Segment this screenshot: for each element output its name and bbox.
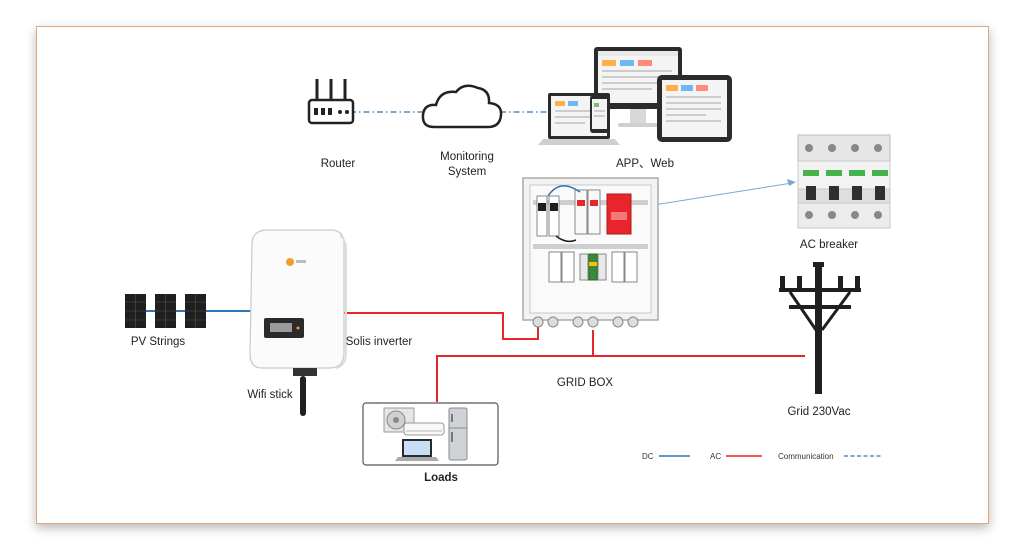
monitoring-label-line2: System (448, 166, 486, 178)
utility-pole-icon (779, 262, 861, 394)
breaker-icon (797, 134, 891, 229)
pv-strings-label: PV Strings (131, 336, 186, 348)
wifi-stick-label: Wifi stick (247, 389, 293, 401)
grid-box-label: GRID BOX (557, 377, 614, 389)
grid-box-icon (522, 177, 659, 328)
solar-panel-icon (125, 294, 206, 328)
legend-label-communication: Communication (778, 452, 834, 461)
loads-label: Loads (424, 472, 458, 484)
router-icon (307, 79, 355, 125)
devices-icon (538, 47, 732, 145)
ac-breaker-label: AC breaker (800, 239, 858, 251)
pointer-arrowhead (787, 179, 796, 186)
appliances-icon (383, 407, 468, 461)
monitoring-label-line1: Monitoring (440, 151, 494, 163)
inverter-icon (249, 229, 347, 369)
app-web-label: APP、Web (616, 158, 674, 170)
ac-line-loads (436, 355, 593, 402)
grid-label: Grid 230Vac (787, 406, 850, 418)
solis-inverter-label: Solis inverter (346, 336, 413, 348)
legend-label-ac: AC (710, 452, 721, 461)
wifi-stick-icon (293, 368, 317, 416)
ac-line-gridbox-grid (592, 330, 805, 357)
ac-line-inverter-gridbox (344, 312, 539, 340)
diagram-frame (36, 26, 989, 524)
router-label: Router (321, 158, 356, 170)
legend-label-dc: DC (642, 452, 654, 461)
legend: DC AC Communication (642, 452, 883, 461)
cloud-icon (421, 84, 503, 129)
